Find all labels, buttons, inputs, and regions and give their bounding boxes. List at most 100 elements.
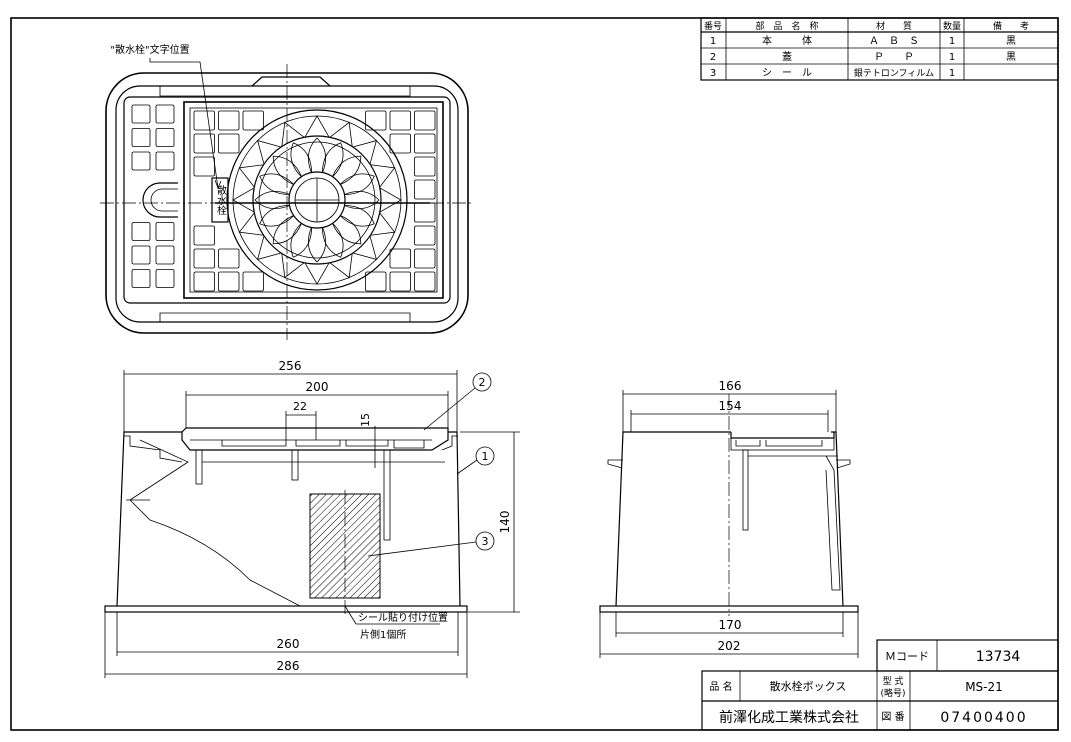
dim-286: 286: [277, 659, 300, 673]
outer-ray: [257, 235, 282, 260]
dim-140: 140: [498, 511, 512, 534]
grid-cell: [365, 110, 387, 131]
table-cell-r3-no: 3: [710, 68, 716, 79]
grid-cell: [193, 271, 215, 292]
text-position-label: "散水栓"文字位置: [110, 43, 189, 56]
grid-cell: [155, 151, 175, 171]
svg-text:2: 2: [479, 376, 486, 389]
dim-154: 154: [719, 399, 742, 413]
company-name: 前澤化成工業株式会社: [719, 709, 859, 726]
outer-ray: [352, 140, 377, 165]
petal: [321, 142, 344, 178]
outer-ray: [238, 164, 264, 188]
outer-ray: [257, 140, 282, 165]
mcode-value: 13734: [976, 649, 1021, 665]
table-cell-r2-remarks: 黒: [1006, 51, 1016, 63]
outer-ray: [232, 187, 255, 213]
grid-cell: [193, 248, 215, 269]
table-cell-r1-no: 1: [710, 36, 716, 47]
outer-ray: [329, 121, 353, 147]
grid-cell: [155, 222, 175, 241]
seal-note-position: シール貼り付け位置: [358, 611, 448, 624]
table-cell-r2-no: 2: [710, 52, 716, 63]
top-view: 散水栓 "散水栓"文字位置: [100, 43, 474, 340]
grid-cell: [218, 248, 240, 269]
petal: [344, 190, 380, 210]
front-lid: [181, 427, 449, 451]
balloon-3: [475, 531, 495, 551]
petal: [332, 155, 362, 185]
outer-ray: [281, 253, 305, 279]
grid-cell: [414, 225, 436, 246]
grid-cell: [389, 248, 411, 269]
parts-table: 番号 部 品 名 称 材 質 数量 備 考 1 本 体 Ａ Ｂ Ｓ 1 黒 2 …: [700, 17, 1059, 81]
grid-cell: [242, 271, 264, 292]
dim-256: 256: [279, 359, 302, 373]
table-cell-r2-name: 蓋: [782, 51, 792, 63]
grid-cell: [155, 245, 175, 265]
grid-cell: [131, 245, 151, 265]
outer-ray: [370, 164, 396, 188]
seal-note-count: 片側1個所: [360, 628, 406, 641]
grid-cell: [218, 271, 240, 292]
lid-text: 散水栓: [215, 184, 227, 216]
drawing-number-label: 図 番: [881, 711, 904, 723]
side-view: 166 154 170 202: [599, 379, 859, 658]
front-view: 256 200 22 15 140 260 286 2 1 3: [104, 359, 520, 678]
petal: [259, 173, 295, 196]
petal: [339, 173, 375, 196]
petal: [332, 215, 362, 245]
grid-cell: [131, 269, 151, 288]
table-header-name: 部 品 名 称: [755, 20, 818, 32]
petal: [254, 190, 290, 210]
table-cell-r3-qty: 1: [949, 68, 955, 79]
grid-cell: [414, 179, 436, 200]
balloon-1: [475, 446, 495, 466]
grid-cell: [155, 104, 175, 124]
table-cell-r3-material: 銀テトロンフィルム: [854, 67, 934, 79]
svg-text:3: 3: [482, 535, 489, 548]
mcode-label: Ｍコード: [885, 650, 929, 663]
name-label: 品 名: [709, 680, 732, 693]
outer-ray: [352, 235, 377, 260]
grid-cell: [131, 128, 151, 147]
drawing-number-value: 07400400: [940, 710, 1027, 726]
table-header-material: 材 質: [876, 20, 912, 32]
dim-166: 166: [719, 379, 742, 393]
petal: [290, 222, 313, 258]
grid-cell: [193, 110, 215, 131]
dim-260: 260: [277, 637, 300, 651]
grid-cell: [155, 128, 175, 147]
table-header-qty: 数量: [943, 20, 961, 32]
table-cell-r1-qty: 1: [949, 36, 955, 47]
grid-cell: [365, 271, 387, 292]
model-value: MS-21: [965, 680, 1003, 694]
grid-cell: [131, 104, 151, 124]
grid-cell: [414, 271, 436, 292]
lid-flower-pattern: [226, 109, 408, 291]
outer-ray: [379, 187, 402, 213]
grid-cell: [155, 269, 175, 288]
model-label-2: (略号): [880, 687, 905, 699]
grid-cell: [389, 133, 411, 154]
table-cell-r1-remarks: 黒: [1006, 35, 1016, 47]
balloon-2: [472, 372, 492, 392]
grid-cell: [218, 110, 240, 131]
outer-ray: [329, 253, 353, 279]
grid-cell: [218, 133, 240, 154]
petal: [272, 155, 302, 185]
dim-15: 15: [359, 413, 372, 427]
svg-text:1: 1: [482, 450, 489, 463]
grid-cell: [414, 248, 436, 269]
table-cell-r3-name: シ ー ル: [762, 68, 812, 79]
grid-cell: [414, 156, 436, 177]
grid-cell: [389, 110, 411, 131]
grid-cell: [414, 110, 436, 131]
dim-200: 200: [306, 380, 329, 394]
drawing-border: [10, 17, 1059, 731]
table-header-no: 番号: [704, 20, 722, 32]
side-lid: [730, 437, 835, 451]
grid-cell: [389, 271, 411, 292]
table-cell-r2-material: Ｐ Ｐ: [874, 52, 914, 63]
